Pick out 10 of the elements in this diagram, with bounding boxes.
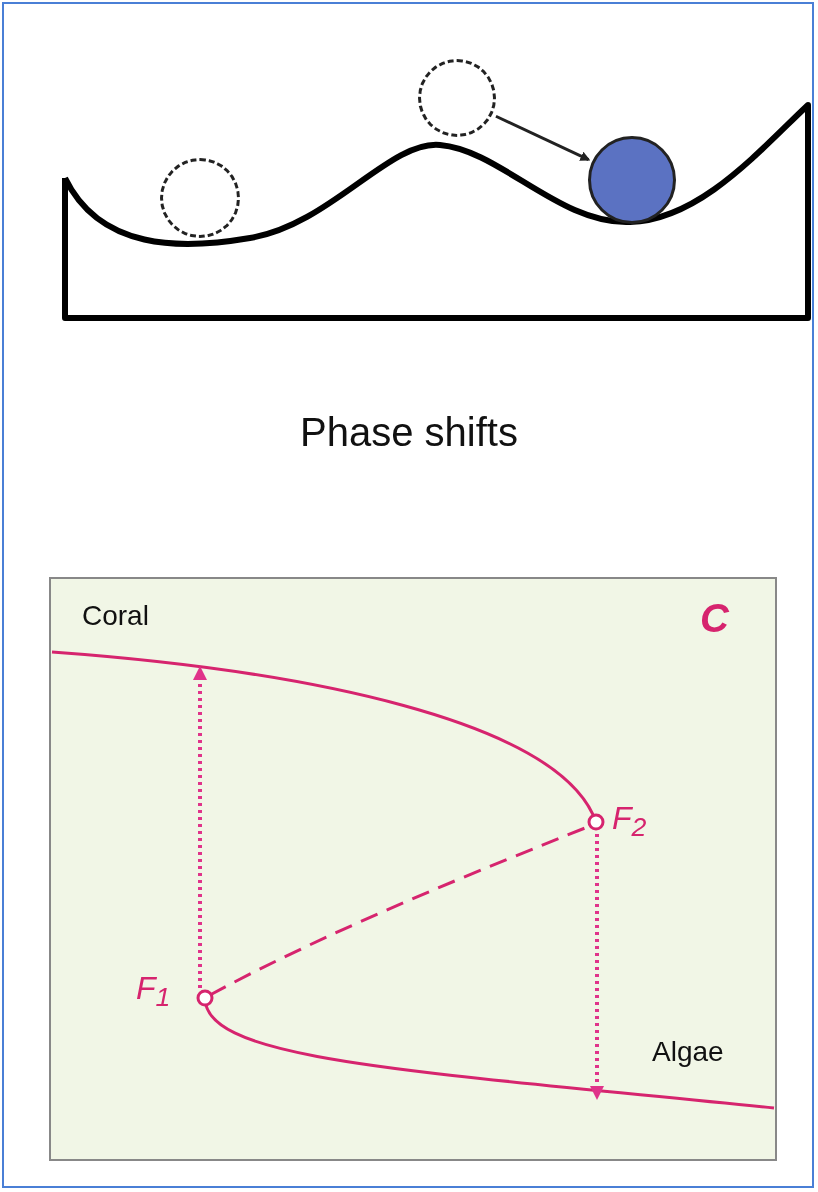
point-label: F$_{2}$	[612, 800, 647, 844]
curve-label: Algae	[652, 1036, 724, 1068]
caption-text: Phase shifts	[299, 410, 519, 455]
dashed-ball	[160, 158, 240, 238]
arrow	[495, 114, 591, 161]
point-label: F$_{1}$	[136, 970, 171, 1014]
ball	[588, 136, 676, 224]
curve-label: Coral	[82, 600, 149, 632]
panel-letter: C	[700, 596, 729, 641]
dashed-ball	[418, 59, 496, 137]
